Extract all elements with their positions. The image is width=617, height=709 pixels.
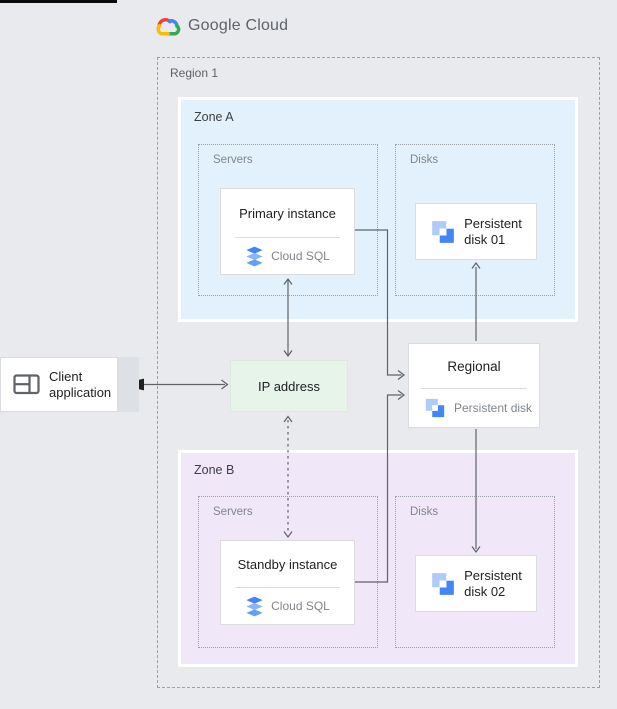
region-1-container [157,57,600,688]
client-edge-block [118,357,139,412]
persistent-disk-02-label: Persistent disk 02 [464,567,522,599]
regional-title: Regional [447,358,501,374]
primary-product-label: Cloud SQL [271,249,330,263]
region-1-label: Region 1 [170,66,219,80]
zone-a-disks-group: Disks [395,144,555,296]
google-cloud-logo-icon [154,15,181,37]
card-divider [421,388,527,389]
zone-b-label: Zone B [194,463,235,477]
standby-instance-title: Standby instance [237,556,338,572]
ip-address-label: IP address [258,378,320,394]
client-application-card: Client application [0,357,118,412]
persistent-disk-icon [424,397,446,419]
persistent-disk-01-card: Persistent disk 01 [415,203,537,260]
standby-instance-card: Standby instance Cloud SQL [220,540,355,625]
ip-address-card: IP address [230,360,348,412]
primary-instance-card: Primary instance Cloud SQL [220,188,355,275]
persistent-disk-icon [430,571,456,597]
zone-b-disks-label: Disks [410,506,439,518]
regional-persistent-disk-card: Regional Persistent disk [408,343,540,428]
standby-product-label: Cloud SQL [271,599,330,613]
zone-b-servers-label: Servers [213,506,253,518]
zone-a-label: Zone A [194,110,234,124]
google-cloud-logo-text: Google Cloud [188,17,289,34]
client-application-label: Client application [49,368,112,400]
cloud-sql-icon [245,596,264,617]
regional-subtitle: Persistent disk [454,401,533,415]
zone-a-disks-label: Disks [410,154,439,166]
persistent-disk-01-label: Persistent disk 01 [464,215,522,247]
cloud-sql-icon [245,246,264,267]
persistent-disk-icon [430,219,456,245]
persistent-disk-02-card: Persistent disk 02 [415,555,537,612]
primary-instance-title: Primary instance [239,205,336,221]
google-cloud-logo: Google Cloud [154,15,288,37]
zone-a-servers-label: Servers [213,154,253,166]
card-divider [235,587,340,588]
card-divider [235,237,340,238]
top-border-bar [0,0,117,3]
client-application-icon [13,374,40,395]
